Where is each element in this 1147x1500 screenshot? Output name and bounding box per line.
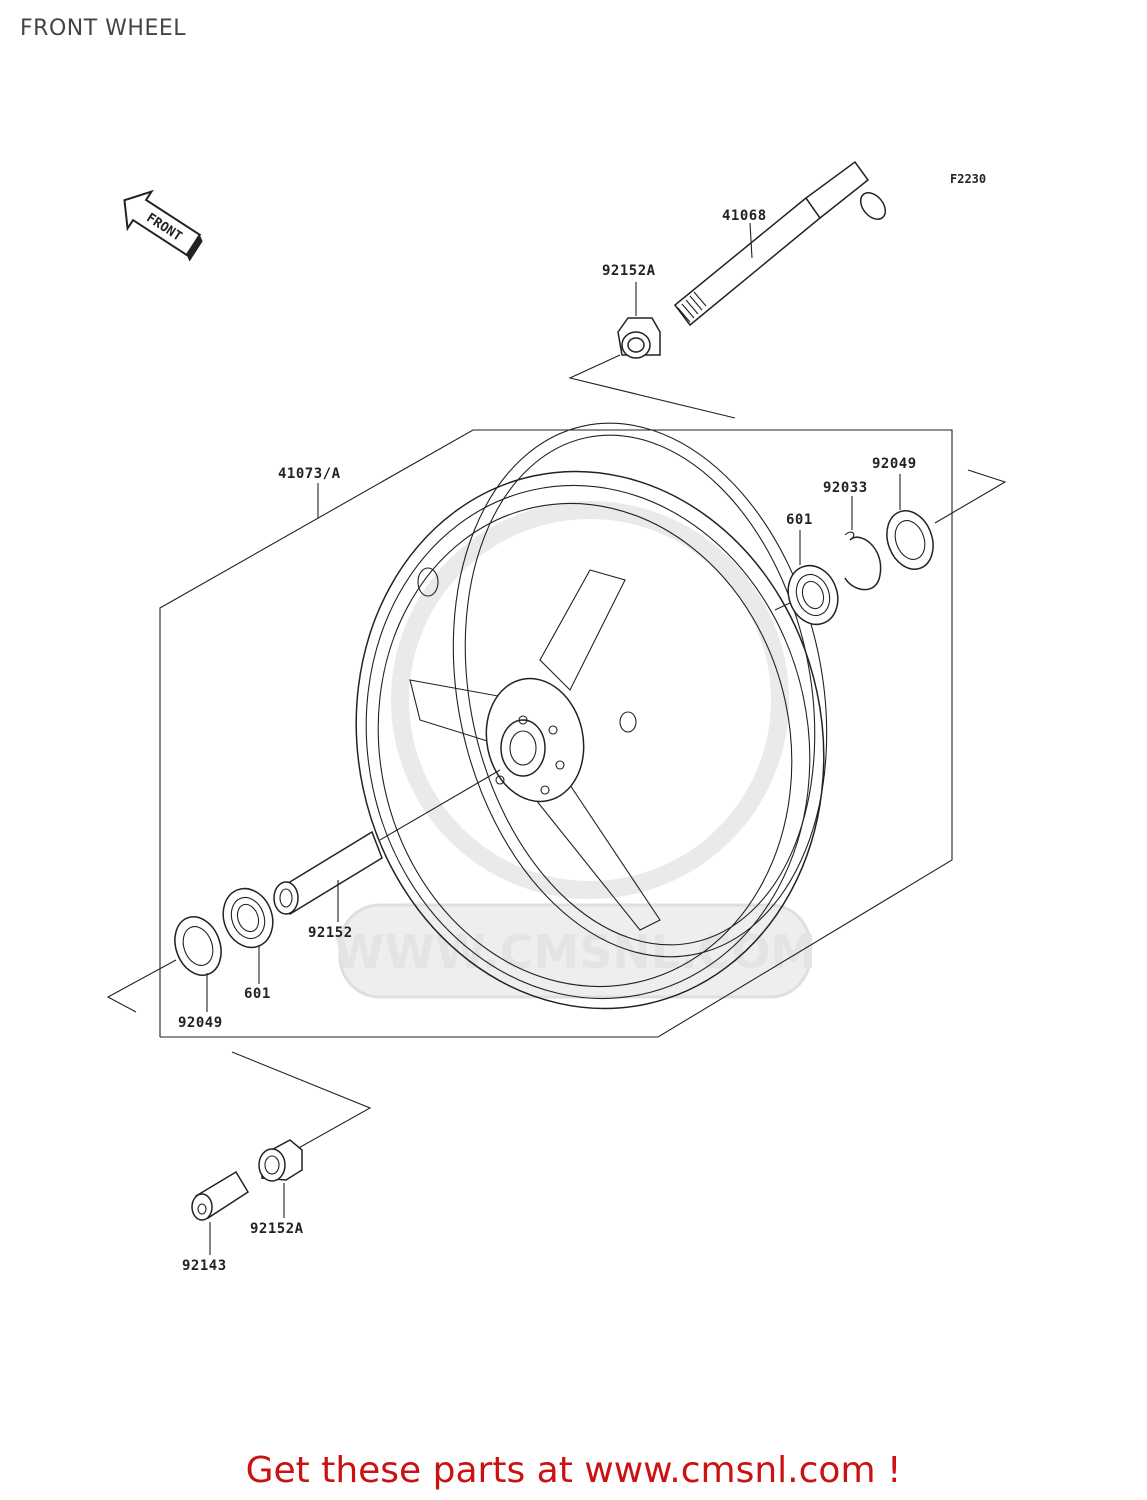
collar-bottom-part <box>258 1139 303 1182</box>
seal-right-part <box>886 510 934 570</box>
seal-left-part <box>174 916 222 976</box>
bearing-left-part <box>222 887 274 949</box>
label-collar-small: 92143 <box>182 1258 227 1274</box>
watermark-text: WWW.CMSNL.COM <box>334 925 817 979</box>
label-bearing-left: 601 <box>244 986 271 1002</box>
spacer-part <box>273 830 383 916</box>
label-axle: 41068 <box>722 208 767 224</box>
label-wheel: 41073/A <box>278 466 341 482</box>
label-collar-top: 92152A <box>602 263 656 279</box>
label-spacer: 92152 <box>308 925 353 941</box>
footer-link[interactable]: Get these parts at www.cmsnl.com ! <box>245 1450 902 1491</box>
label-bearing-right: 601 <box>786 512 813 528</box>
bearing-right-part <box>787 564 839 626</box>
axle-leader-lines <box>568 354 736 419</box>
front-direction-arrow: FRONT <box>123 189 203 262</box>
circlip-part <box>844 531 882 591</box>
collar-top-part <box>617 317 661 359</box>
collar-small-part <box>191 1170 250 1221</box>
label-seal-right: 92049 <box>872 456 917 472</box>
label-seal-left: 92049 <box>178 1015 223 1031</box>
label-circlip: 92033 <box>823 480 868 496</box>
label-collar-bottom: 92152A <box>250 1221 304 1237</box>
assembly-box <box>159 429 953 1038</box>
page-title: FRONT WHEEL <box>20 16 186 41</box>
axle-part <box>673 160 887 327</box>
figure-code: F2230 <box>950 172 986 186</box>
wheel-part <box>355 422 828 1010</box>
watermark: WWW.CMSNL.COM <box>334 501 817 999</box>
